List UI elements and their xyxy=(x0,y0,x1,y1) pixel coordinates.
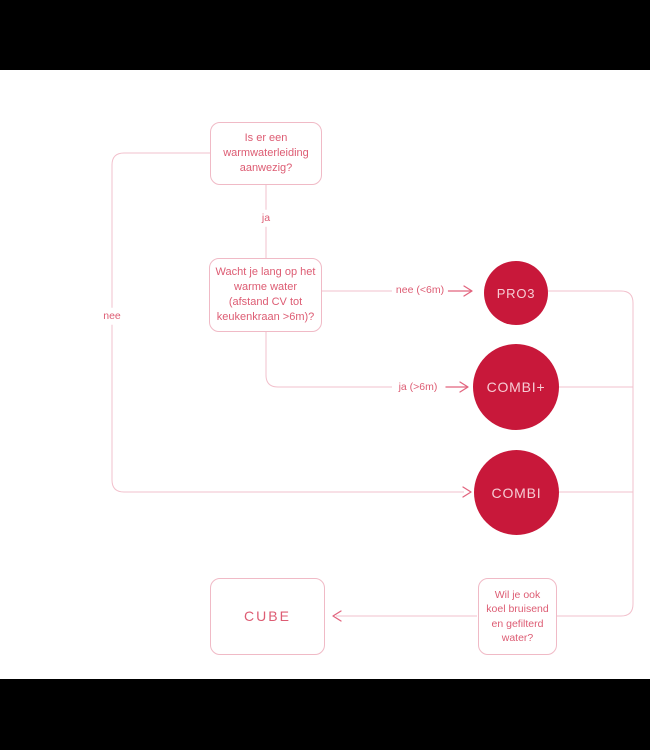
bottom-letterbox-bar xyxy=(0,679,650,750)
decision-box-koelwater: Wil je ook koel bruisend en gefilterd wa… xyxy=(478,578,557,655)
result-node-combi: COMBI xyxy=(474,450,559,535)
decision-box-warmwaterleiding: Is er een warmwaterleiding aanwezig? xyxy=(210,122,322,185)
arrow-combi-head xyxy=(462,486,472,498)
result-node-combiplus: COMBI+ xyxy=(473,344,559,430)
result-node-pro3: PRO3 xyxy=(484,261,548,325)
edge-label-nee-6m: nee (<6m) xyxy=(391,281,449,299)
result-node-cube-label: CUBE xyxy=(244,608,291,625)
arrow-pro3-head xyxy=(463,285,473,297)
edge-ja6m-path xyxy=(265,332,392,388)
edge-collector-path xyxy=(548,290,634,617)
edge-label-ja-6m: ja (>6m) xyxy=(394,378,442,396)
decision-box-wachttijd: Wacht je lang op het warme water (afstan… xyxy=(209,258,322,332)
arrow-combiplus-head xyxy=(459,381,469,393)
result-node-combiplus-label: COMBI+ xyxy=(486,379,546,395)
decision-box-warmwaterleiding-label: Is er een warmwaterleiding aanwezig? xyxy=(223,132,309,174)
result-node-pro3-label: PRO3 xyxy=(496,285,536,301)
result-node-cube: CUBE xyxy=(210,578,325,655)
result-node-combi-label: COMBI xyxy=(491,484,542,501)
edge-label-ja: ja xyxy=(257,209,275,227)
decision-box-wachttijd-label: Wacht je lang op het warme water (afstan… xyxy=(215,266,316,323)
arrow-cube-head xyxy=(332,610,342,622)
edge-label-nee: nee xyxy=(99,307,125,325)
top-letterbox-bar xyxy=(0,0,650,70)
decision-box-koelwater-label: Wil je ook koel bruisend en gefilterd wa… xyxy=(486,589,549,644)
